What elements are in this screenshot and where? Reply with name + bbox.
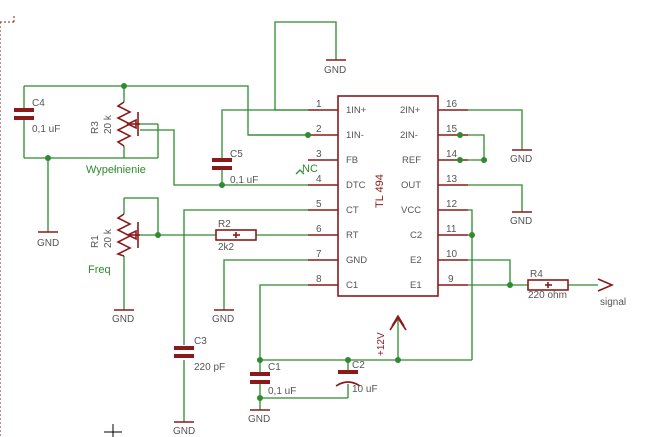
c3-name: C3 [194,336,207,347]
nc-label: NC [302,163,318,175]
pin-name-5: CT [346,205,359,216]
gnd-symbol-top: GND [324,59,346,76]
capacitor-c2[interactable]: C2 10 uF [335,360,378,395]
gnd-label: GND [212,314,234,325]
r3-value: 20 k [103,114,114,134]
nc-marker: NC [295,163,318,175]
pin-num-7: 7 [316,249,322,260]
gnd-symbol-r1: GND [112,309,134,325]
potentiometer-r3[interactable]: R3 20 k Wypełnienie [86,101,146,176]
gnd-label: GND [37,238,59,249]
gnd-symbol-c3: GND [173,421,195,437]
pin-name-3: FB [346,155,358,166]
pin-name-14: REF [402,155,421,166]
signal-output: signal [597,278,626,308]
pin-num-13: 13 [446,174,458,185]
c5-name: C5 [230,149,243,160]
pin-name-13: OUT [401,180,421,191]
pin-name-12: VCC [401,205,421,216]
r3-name: R3 [90,121,101,134]
c3-value: 220 pF [194,362,225,373]
r1-value: 20 k [103,228,114,248]
supply-label: +12V [376,332,387,356]
pin-num-5: 5 [316,199,322,210]
r4-name: R4 [530,269,543,280]
gnd-symbol-pin16: GND [510,149,532,165]
frame-border [0,14,15,437]
c4-name: C4 [32,98,45,109]
pin-num-14: 14 [446,149,458,160]
gnd-symbol-pin7: GND [212,309,234,325]
pin-num-2: 2 [316,124,322,135]
r1-function: Freq [88,264,111,276]
r4-value: 220 ohm [528,290,567,301]
gnd-label: GND [112,314,134,325]
pin-name-10: E2 [410,255,422,266]
pin-num-1: 1 [316,99,322,110]
junctions [45,83,513,401]
pin-name-6: RT [346,230,359,241]
gnd-label: GND [173,426,195,437]
c5-value: 0,1 uF [230,175,258,186]
pin-name-16: 2IN+ [400,105,421,116]
pin-num-12: 12 [446,199,458,210]
gnd-label: GND [324,65,346,76]
c2-value: 10 uF [352,384,378,395]
c1-value: 0,1 uF [268,386,296,397]
ic-tl494[interactable]: TL 494 [337,95,439,297]
capacitor-c3[interactable]: C3 220 pF [174,336,225,373]
pin-num-15: 15 [446,124,458,135]
gnd-label: GND [248,414,270,425]
pin-num-11: 11 [446,224,457,235]
r2-name: R2 [218,219,231,230]
pin-name-2: 1IN- [346,130,364,141]
capacitor-c4[interactable]: C4 0,1 uF [14,98,60,135]
r3-function: Wypełnienie [86,164,146,176]
pin-num-4: 4 [316,174,322,185]
gnd-symbols: GND GND GND GND GND GND GND GND [37,59,532,437]
c1-name: C1 [268,362,281,373]
gnd-symbol-c4: GND [37,231,59,249]
pin-num-8: 8 [316,274,322,285]
gnd-symbol-pin13: GND [510,211,532,227]
pin-name-7: GND [346,255,367,266]
origin-cross-icon [104,424,122,437]
chip-name: TL 494 [374,174,386,208]
pin-num-6: 6 [316,224,322,235]
pin-name-4: DTC [346,180,366,191]
r1-name: R1 [90,235,101,248]
pin-name-1: 1IN+ [346,105,367,116]
pin-num-3: 3 [316,149,322,160]
pin-num-9: 9 [448,274,454,285]
capacitor-c1[interactable]: C1 0,1 uF [250,362,296,397]
ic-right-pins: 16 15 14 13 12 11 10 9 2IN+ 2IN- REF OUT… [400,99,468,291]
gnd-symbol-c1: GND [248,409,270,425]
gnd-label: GND [510,154,532,165]
supply-12v: +12V [376,314,407,356]
pin-num-16: 16 [446,99,458,110]
pin-name-15: 2IN- [400,130,418,141]
signal-label: signal [600,297,626,308]
pin-name-11: C2 [410,230,422,241]
gnd-label: GND [510,216,532,227]
pin-name-8: C1 [346,280,358,291]
ic-left-pins: 1 2 3 4 5 6 7 8 1IN+ 1IN- FB DTC CT RT G… [308,99,367,291]
pin-name-9: E1 [410,280,422,291]
potentiometer-r1[interactable]: R1 20 k Freq [88,213,140,276]
c4-value: 0,1 uF [32,124,60,135]
resistor-r2[interactable]: R2 2k2 [215,219,257,253]
r2-value: 2k2 [218,242,235,253]
resistor-r4[interactable]: R4 220 ohm [527,269,569,301]
capacitor-c5[interactable]: C5 0,1 uF [212,149,258,186]
pin-num-10: 10 [446,249,458,260]
c2-name: C2 [352,360,365,371]
